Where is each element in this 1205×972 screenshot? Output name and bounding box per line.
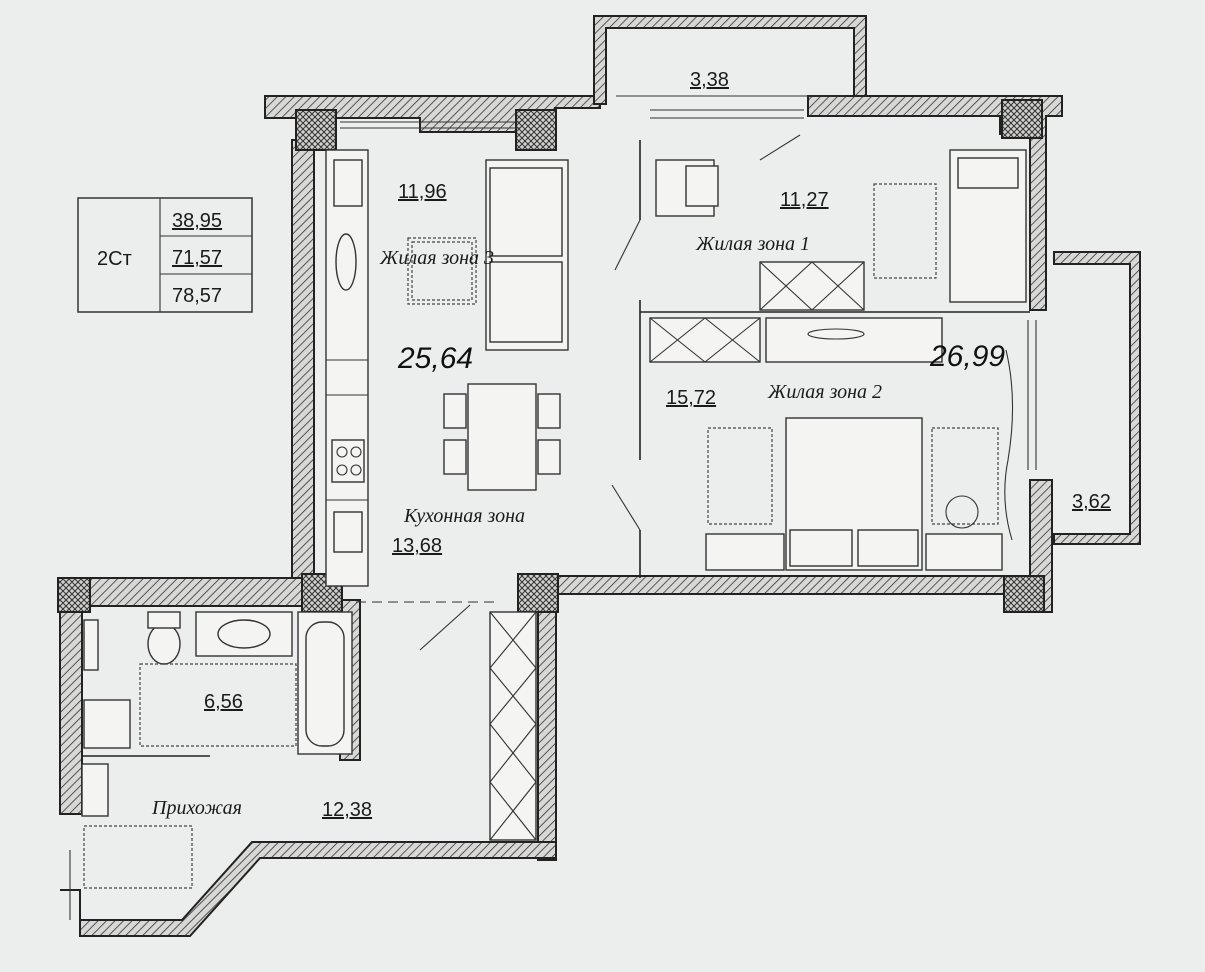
area-table: 2Ст 38,95 71,57 78,57 bbox=[77, 197, 253, 313]
area-living: 38,95 bbox=[172, 210, 222, 232]
living-zone-1-furniture bbox=[655, 149, 1027, 311]
living-zone-2-label: Жилая зона 2 bbox=[767, 381, 882, 403]
wardrobe-row bbox=[649, 317, 943, 363]
living-zone-3-label: Жилая зона 3 bbox=[379, 247, 494, 269]
hallway-label: Прихожая bbox=[151, 797, 242, 819]
bathroom-fixtures bbox=[83, 611, 353, 755]
apartment-type: 2Ст bbox=[97, 248, 132, 270]
kitchen-zone-label: Кухонная зона bbox=[403, 505, 525, 527]
windows bbox=[69, 109, 1037, 920]
kitchen-counter bbox=[325, 149, 369, 587]
bathroom-area: 6,56 bbox=[204, 691, 243, 713]
hallway-wardrobe bbox=[81, 611, 537, 889]
handwritten-total-left: 25,64 bbox=[397, 342, 473, 375]
balcony-top-items bbox=[616, 95, 846, 161]
partitions bbox=[82, 140, 1030, 757]
living-zone-1-label: Жилая зона 1 bbox=[695, 233, 810, 255]
handwritten-total-right: 26,99 bbox=[929, 340, 1005, 373]
area-total-with-balcony: 78,57 bbox=[172, 285, 222, 307]
columns bbox=[57, 99, 1045, 613]
kitchen-zone-area: 13,68 bbox=[392, 535, 442, 557]
hallway-area: 12,38 bbox=[322, 799, 372, 821]
living-zone-2-area: 15,72 bbox=[666, 387, 716, 409]
area-total: 71,57 bbox=[172, 247, 222, 269]
living-zone-2-furniture bbox=[705, 349, 1014, 571]
balcony-top-area: 3,38 bbox=[690, 69, 729, 91]
living-zone-3-area: 11,96 bbox=[398, 181, 447, 203]
balcony-right-area: 3,62 bbox=[1072, 491, 1111, 513]
living-zone-1-area: 11,27 bbox=[780, 189, 829, 211]
living-zone-3-furniture bbox=[407, 159, 569, 351]
dining-set bbox=[443, 383, 561, 491]
